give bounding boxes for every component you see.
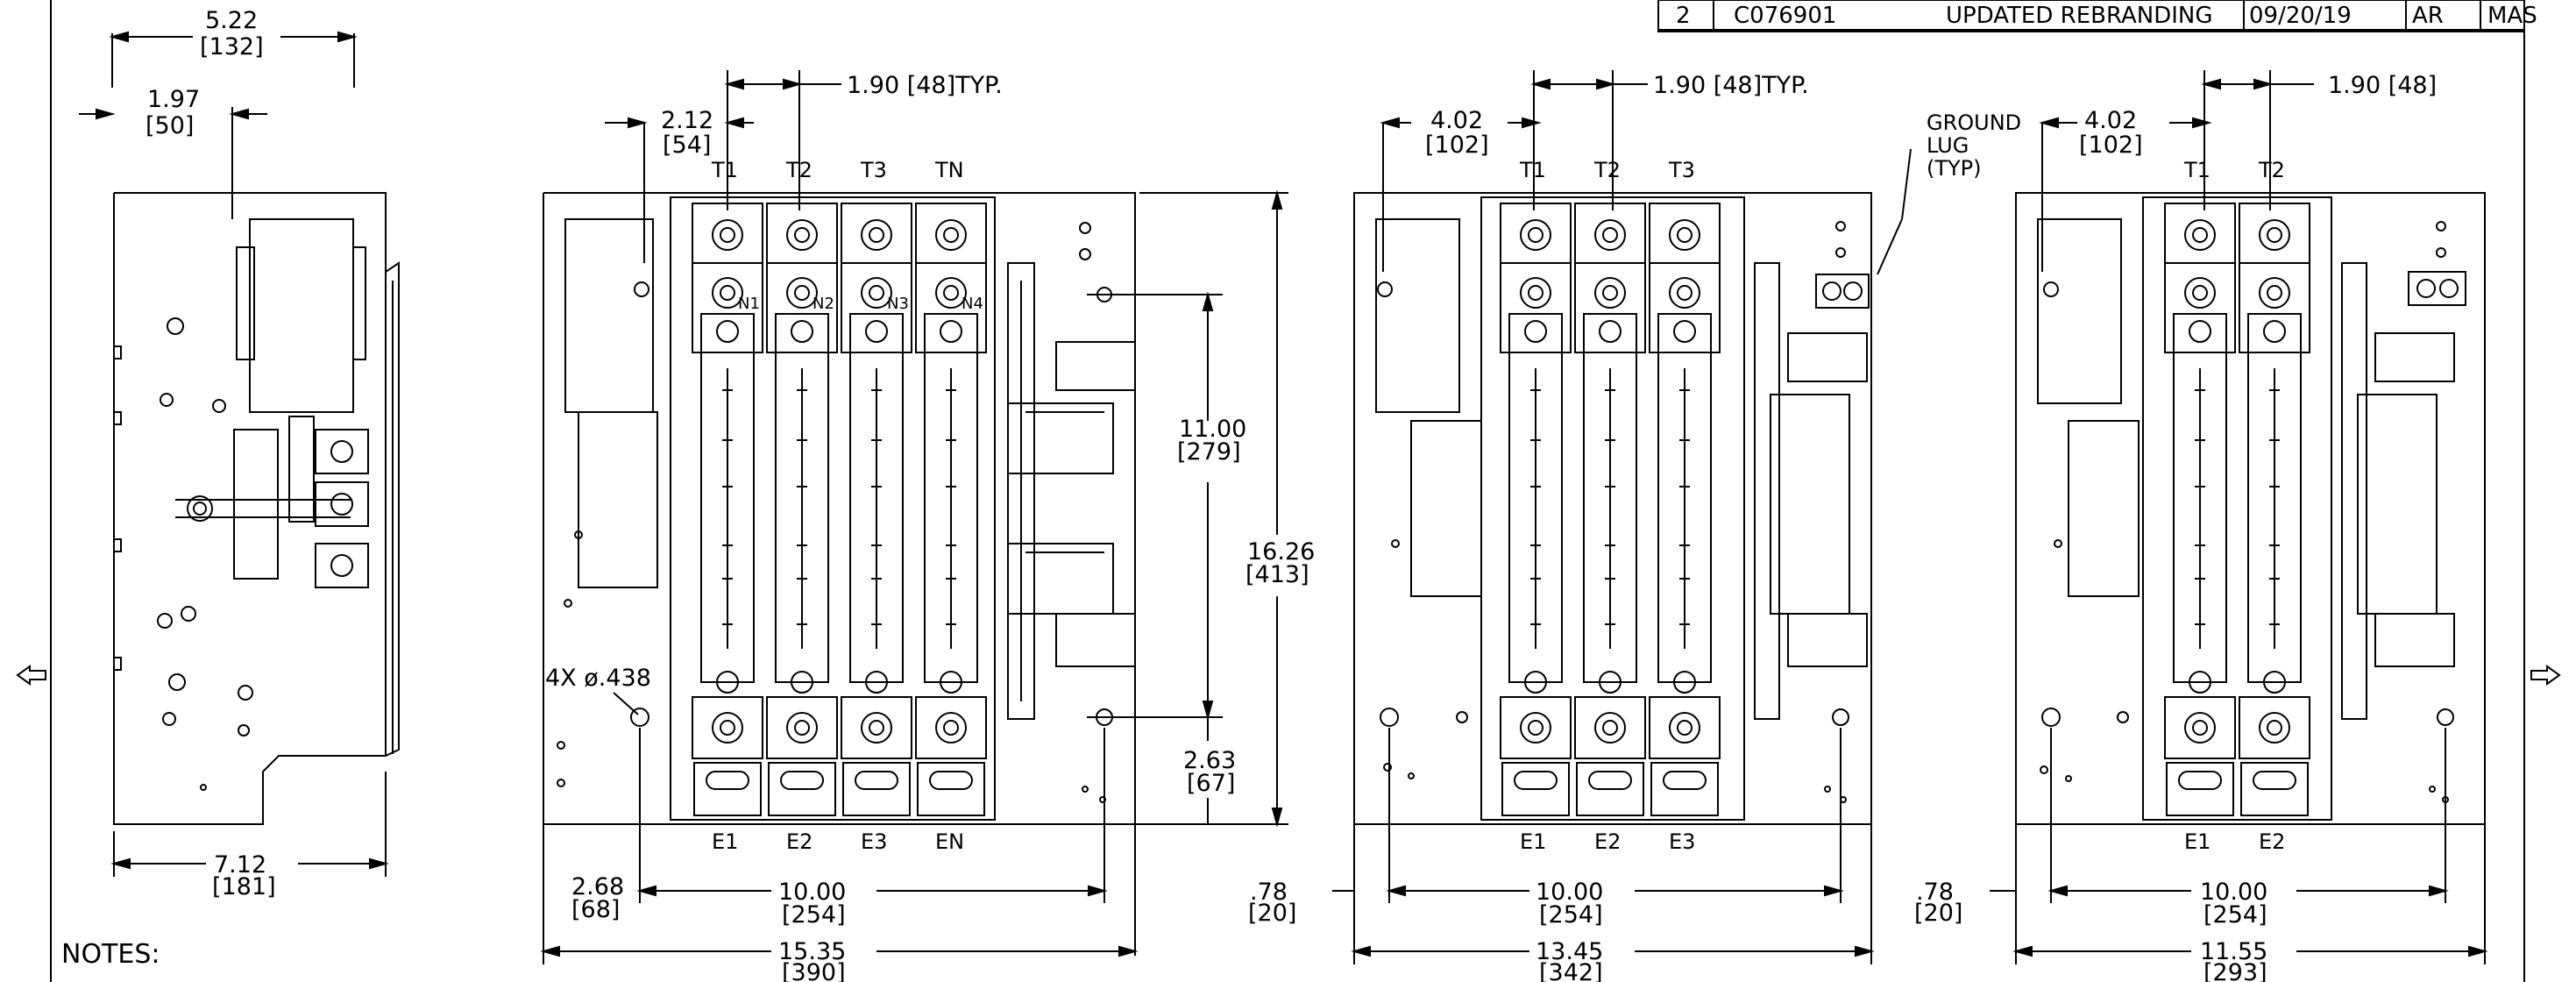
v3-dim-mount-w-mm: [254] (1539, 901, 1603, 929)
side-dim-left: 1.97 (147, 86, 200, 113)
svg-text:LUG: LUG (1927, 133, 1969, 158)
pole-bottom-label: E2 (2259, 829, 2285, 854)
v2-dim-left: 4.02 (2084, 107, 2137, 134)
ground-lug-label: GROUND LUG (TYP) (1927, 110, 2021, 181)
pole-bottom-label: E3 (861, 829, 887, 854)
v2-dim-mount-w-mm: [254] (2203, 901, 2267, 929)
pole-bottom-label: EN (935, 829, 964, 854)
v4-dim-bot-gap-mm: [67] (1187, 770, 1235, 797)
pole-n-label: N1 (738, 295, 760, 313)
rev-approved: MAS (2487, 3, 2537, 29)
pole-n-label: N2 (813, 295, 834, 313)
v4-dim-typ: 1.90 [48]TYP. (847, 72, 1003, 99)
pole-top-label: T2 (1593, 158, 1621, 182)
sheet-border (50, 0, 2525, 982)
v2-dim-offset-mm: [20] (1914, 900, 1962, 927)
svg-text:(TYP): (TYP) (1927, 156, 1982, 181)
revision-block: 2 C076901 UPDATED REBRANDING 09/20/19 AR… (1657, 0, 2537, 32)
notes-label: NOTES: (61, 939, 160, 970)
side-dim-left-mm: [50] (145, 112, 194, 139)
v4-hole-note: 4X ø.438 (545, 665, 651, 692)
pole-n-label: N3 (887, 295, 909, 313)
v4-dim-offset-mm: [68] (571, 896, 620, 923)
side-dim-top: 5.22 (205, 7, 258, 34)
rev-date: 09/20/19 (2249, 3, 2352, 29)
pole-bottom-label: E1 (2184, 829, 2211, 854)
rev-number: 2 (1676, 3, 1691, 29)
v3-dim-width-mm: [342] (1539, 959, 1603, 982)
v4-dim-height: 16.26 (1247, 538, 1315, 566)
v4-dim-height-mm: [413] (1245, 561, 1309, 588)
rev-by: AR (2412, 3, 2444, 29)
v4-dim-offset: 2.68 (571, 873, 624, 900)
v2-dim-width-mm: [293] (2203, 959, 2267, 982)
pole-n-label: N4 (962, 295, 983, 313)
svg-text:GROUND: GROUND (1927, 110, 2021, 135)
side-dim-top-mm: [132] (200, 33, 264, 60)
v3-dim-left-mm: [102] (1425, 132, 1489, 159)
v4-dim-mount-h-mm: [279] (1177, 438, 1241, 466)
pole-top-label: T1 (2183, 158, 2211, 182)
pole-top-label: TN (934, 158, 964, 182)
side-view: 5.22 [132] 1.97 [50] 7.12 [181] NOTES: (61, 7, 400, 970)
v2-dim-mount-w: 10.00 (2200, 879, 2267, 906)
v3-dim-typ: 1.90 [48]TYP. (1653, 72, 1809, 99)
pole-top-label: T1 (1519, 158, 1546, 182)
v2-dim-typ: 1.90 [48] (2328, 72, 2437, 99)
pole-top-label: T1 (711, 158, 738, 182)
v4-dim-mount-w: 10.00 (778, 879, 846, 906)
view-arrow-right-icon (2530, 665, 2561, 686)
v3-dim-width: 13.45 (1536, 938, 1603, 965)
v4-dim-width: 15.35 (778, 938, 846, 965)
pole-top-label: T3 (1668, 158, 1695, 182)
pole-top-label: T2 (2258, 158, 2285, 182)
v3-dim-left: 4.02 (1430, 107, 1483, 134)
pole-bottom-label: E3 (1669, 829, 1695, 854)
v3-dim-offset-mm: [20] (1248, 900, 1296, 927)
v2-dim-offset: .78 (1916, 879, 1954, 906)
v4-dim-left: 2.12 (661, 107, 713, 134)
v4-dim-bot-gap: 2.63 (1183, 747, 1236, 774)
v4-dim-width-mm: [390] (782, 959, 846, 982)
pole-bottom-label: E1 (1520, 829, 1546, 854)
view-arrow-left-icon (16, 665, 46, 686)
v3-dim-mount-w: 10.00 (1536, 879, 1603, 906)
pole-bottom-label: E2 (1594, 829, 1621, 854)
v4-dim-mount-w-mm: [254] (782, 901, 846, 929)
pole-top-label: T3 (860, 158, 887, 182)
v2-dim-width: 11.55 (2200, 938, 2267, 965)
v2-dim-left-mm: [102] (2079, 132, 2143, 159)
rev-description: UPDATED REBRANDING (1946, 3, 2213, 29)
pole-4: TN EN N4 (915, 158, 987, 854)
pole-bottom-label: E2 (786, 829, 813, 854)
v3-dim-offset: .78 (1250, 879, 1288, 906)
rev-ecn: C076901 (1734, 3, 1836, 29)
pole-bottom-label: E1 (712, 829, 738, 854)
side-dim-bottom: 7.12 (214, 851, 266, 879)
v4-dim-left-mm: [54] (663, 132, 711, 159)
v4-dim-mount-h: 11.00 (1179, 416, 1246, 443)
side-dim-bottom-mm: [181] (212, 873, 276, 900)
